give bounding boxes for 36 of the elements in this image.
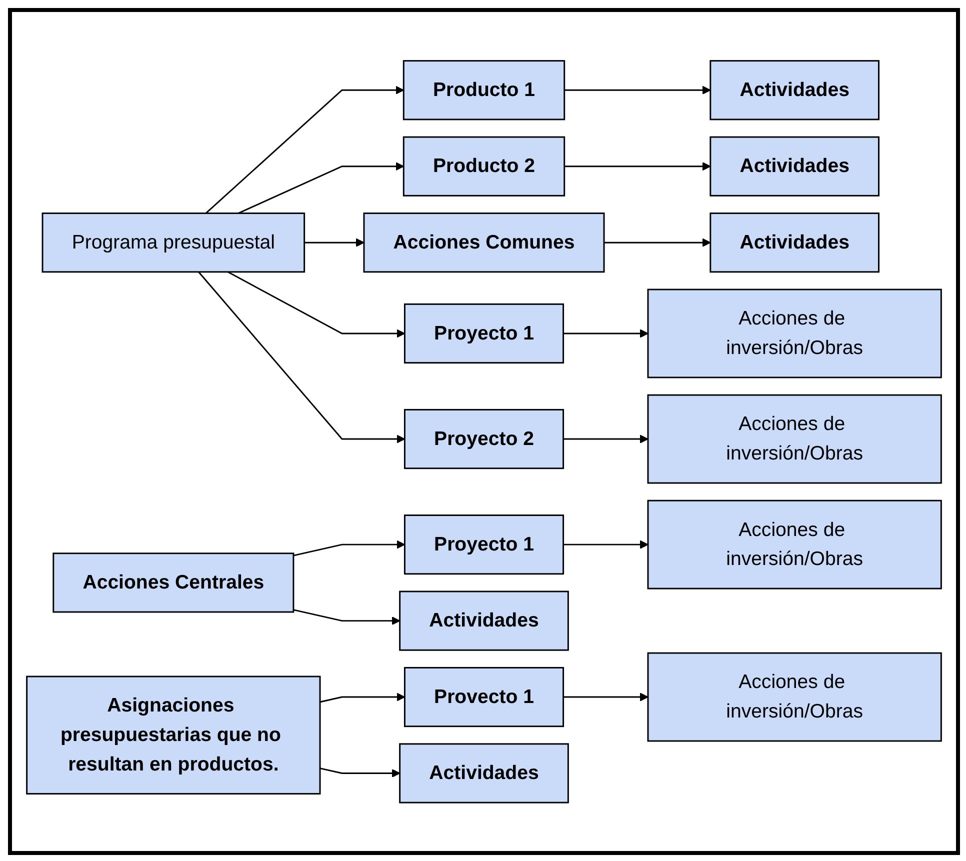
node-box	[647, 394, 942, 484]
node-box	[26, 676, 321, 794]
node-box	[399, 590, 569, 651]
node-box	[363, 212, 605, 272]
arrow	[304, 238, 364, 247]
arrow	[227, 271, 406, 338]
node-box	[710, 60, 880, 120]
arrow	[564, 86, 711, 94]
arrow	[604, 238, 711, 247]
arrow	[198, 271, 406, 444]
node-box	[404, 666, 564, 727]
node-box	[52, 552, 294, 613]
arrow	[205, 86, 404, 214]
node-box	[647, 500, 942, 590]
arrow	[320, 692, 406, 702]
node-box	[710, 212, 880, 272]
node-box	[402, 60, 566, 120]
arrow	[563, 540, 648, 549]
arrow	[320, 767, 400, 778]
arrow	[564, 162, 711, 170]
arrow	[293, 608, 400, 625]
arrow	[563, 434, 648, 444]
diagram-frame: Programa presupuestal Producto 1 Actividades Producto 2 Actividades Acciones Comunes Actividades Proyecto 1 Acciones de inversión/Obras Proyecto 2 Acciones de inversión/Obras Acciones Centrales Proyecto 1 Acciones de inversión/Obras Actividades Asignaciones presupuestarias que no resultan en productos. Provecto 1 Acciones de inversión/Obras Actividades	[8, 8, 960, 855]
node-box	[647, 288, 942, 378]
node-box	[647, 652, 942, 742]
node-box	[404, 303, 564, 364]
node-box	[402, 136, 566, 196]
arrow	[238, 162, 404, 214]
node-box	[404, 408, 564, 469]
arrow	[563, 692, 648, 702]
node-box	[399, 743, 569, 804]
node-box	[42, 212, 306, 272]
arrow	[563, 328, 648, 338]
arrow	[293, 540, 406, 556]
node-box	[404, 514, 564, 574]
node-box	[710, 136, 880, 196]
